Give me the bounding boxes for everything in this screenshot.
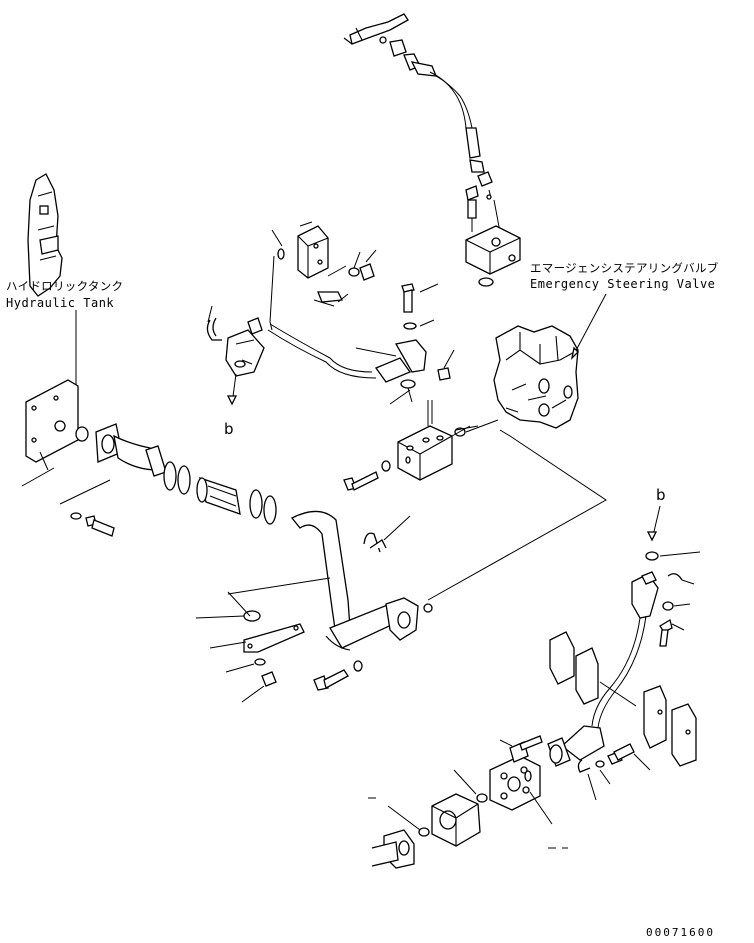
- drawing-number: 00071600: [646, 926, 715, 939]
- bottom-bolt: [313, 660, 363, 691]
- bolt: [343, 460, 391, 491]
- sensor-block: [465, 225, 521, 287]
- hose-end-fitting: [547, 725, 651, 801]
- pump-inlet: [371, 829, 568, 869]
- tank-label-jp: ハイドロリックタンク: [6, 279, 123, 293]
- pilot-hose-right: [591, 615, 647, 729]
- mounting-bracket: [277, 225, 375, 307]
- tank-label-en: Hydraulic Tank: [6, 296, 114, 310]
- tube-clip: [363, 515, 411, 553]
- tank-flange-plate: [21, 379, 89, 487]
- suction-tube: [290, 510, 433, 651]
- callout-b-right: [646, 505, 661, 542]
- pump-flange: [489, 735, 553, 825]
- pressure-switch-right: [631, 551, 701, 647]
- hydraulic-tank-outline: [27, 173, 63, 297]
- valve-label-en: Emergency Steering Valve: [530, 277, 715, 291]
- sensor-connector-assembly: [343, 13, 501, 233]
- elbow-fitting: [374, 339, 427, 405]
- valve-label-jp: エマージェンシステアリングバルブ: [530, 261, 719, 275]
- suction-hose: [196, 477, 241, 515]
- valve-leader-line: [571, 293, 607, 359]
- bolt-group: [401, 283, 455, 381]
- pilot-hose: [267, 323, 377, 379]
- u-clamp-switch: [206, 305, 265, 406]
- emergency-steering-valve: [493, 325, 579, 429]
- suction-flange-pipe: [95, 423, 167, 477]
- callout-letter-left: b: [224, 420, 234, 438]
- hose-clamps: [163, 461, 277, 525]
- pump-body: [368, 769, 488, 847]
- split-flange-halves: [549, 631, 697, 767]
- flange-bolt: [59, 479, 115, 537]
- callout-letter-right: b: [656, 486, 666, 504]
- tube-support-plate: [195, 577, 331, 703]
